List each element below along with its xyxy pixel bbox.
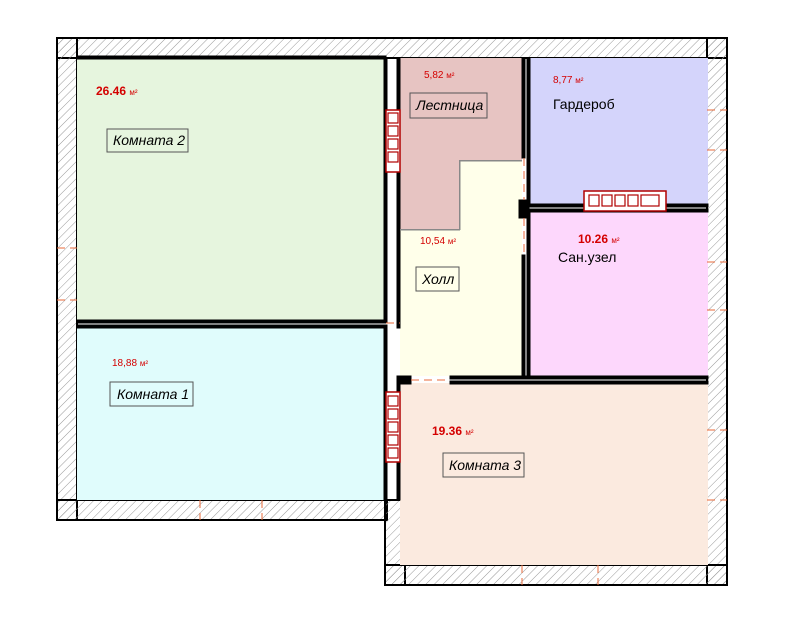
openings xyxy=(57,109,727,585)
room3-fill[interactable] xyxy=(400,383,708,565)
svg-text:Комната 1: Комната 1 xyxy=(117,386,189,402)
room2-label: Комната 2 xyxy=(106,128,189,153)
room1-fill[interactable] xyxy=(77,327,386,500)
room1-label: Комната 1 xyxy=(109,381,194,407)
room3-area: 19.36 м² xyxy=(432,424,474,438)
svg-text:26.46 м²: 26.46 м² xyxy=(96,84,138,98)
hall-area: 10,54 м² xyxy=(420,236,456,247)
room1-area: 18,88 м² xyxy=(112,358,148,369)
stairs-area: 5,82 м² xyxy=(424,70,455,81)
wardrobe-label: Гардероб xyxy=(553,96,615,112)
svg-text:Холл: Холл xyxy=(421,271,454,287)
svg-text:Комната 3: Комната 3 xyxy=(449,457,521,473)
hall-label: Холл xyxy=(415,266,460,292)
svg-text:19.36 м²: 19.36 м² xyxy=(432,424,474,438)
room2-area: 26.46 м² xyxy=(96,84,138,98)
room-labels: 26.46 м² Комната 2 5,82 м² Лестница 8,77… xyxy=(96,70,620,478)
room-fills xyxy=(77,58,708,565)
chimney-middle xyxy=(583,190,667,212)
room2-fill[interactable] xyxy=(77,58,386,321)
wardrobe-fill[interactable] xyxy=(528,58,708,205)
svg-text:Лестница: Лестница xyxy=(415,97,484,113)
bath-fill[interactable] xyxy=(528,211,708,376)
svg-text:10,54 м²: 10,54 м² xyxy=(420,236,456,247)
chimney-upper xyxy=(385,109,401,173)
svg-text:8,77 м²: 8,77 м² xyxy=(553,75,584,86)
bath-label: Сан.узел xyxy=(558,249,616,265)
svg-text:18,88 м²: 18,88 м² xyxy=(112,358,148,369)
svg-text:5,82 м²: 5,82 м² xyxy=(424,70,455,81)
svg-text:Комната 2: Комната 2 xyxy=(113,132,185,148)
wardrobe-area: 8,77 м² xyxy=(553,75,584,86)
stairs-label: Лестница xyxy=(409,92,488,119)
hall-fill[interactable] xyxy=(400,160,522,376)
room3-label: Комната 3 xyxy=(442,452,525,478)
bath-area: 10.26 м² xyxy=(578,232,620,246)
chimneys xyxy=(385,109,667,463)
svg-text:10.26 м²: 10.26 м² xyxy=(578,232,620,246)
chimney-lower xyxy=(385,391,401,463)
